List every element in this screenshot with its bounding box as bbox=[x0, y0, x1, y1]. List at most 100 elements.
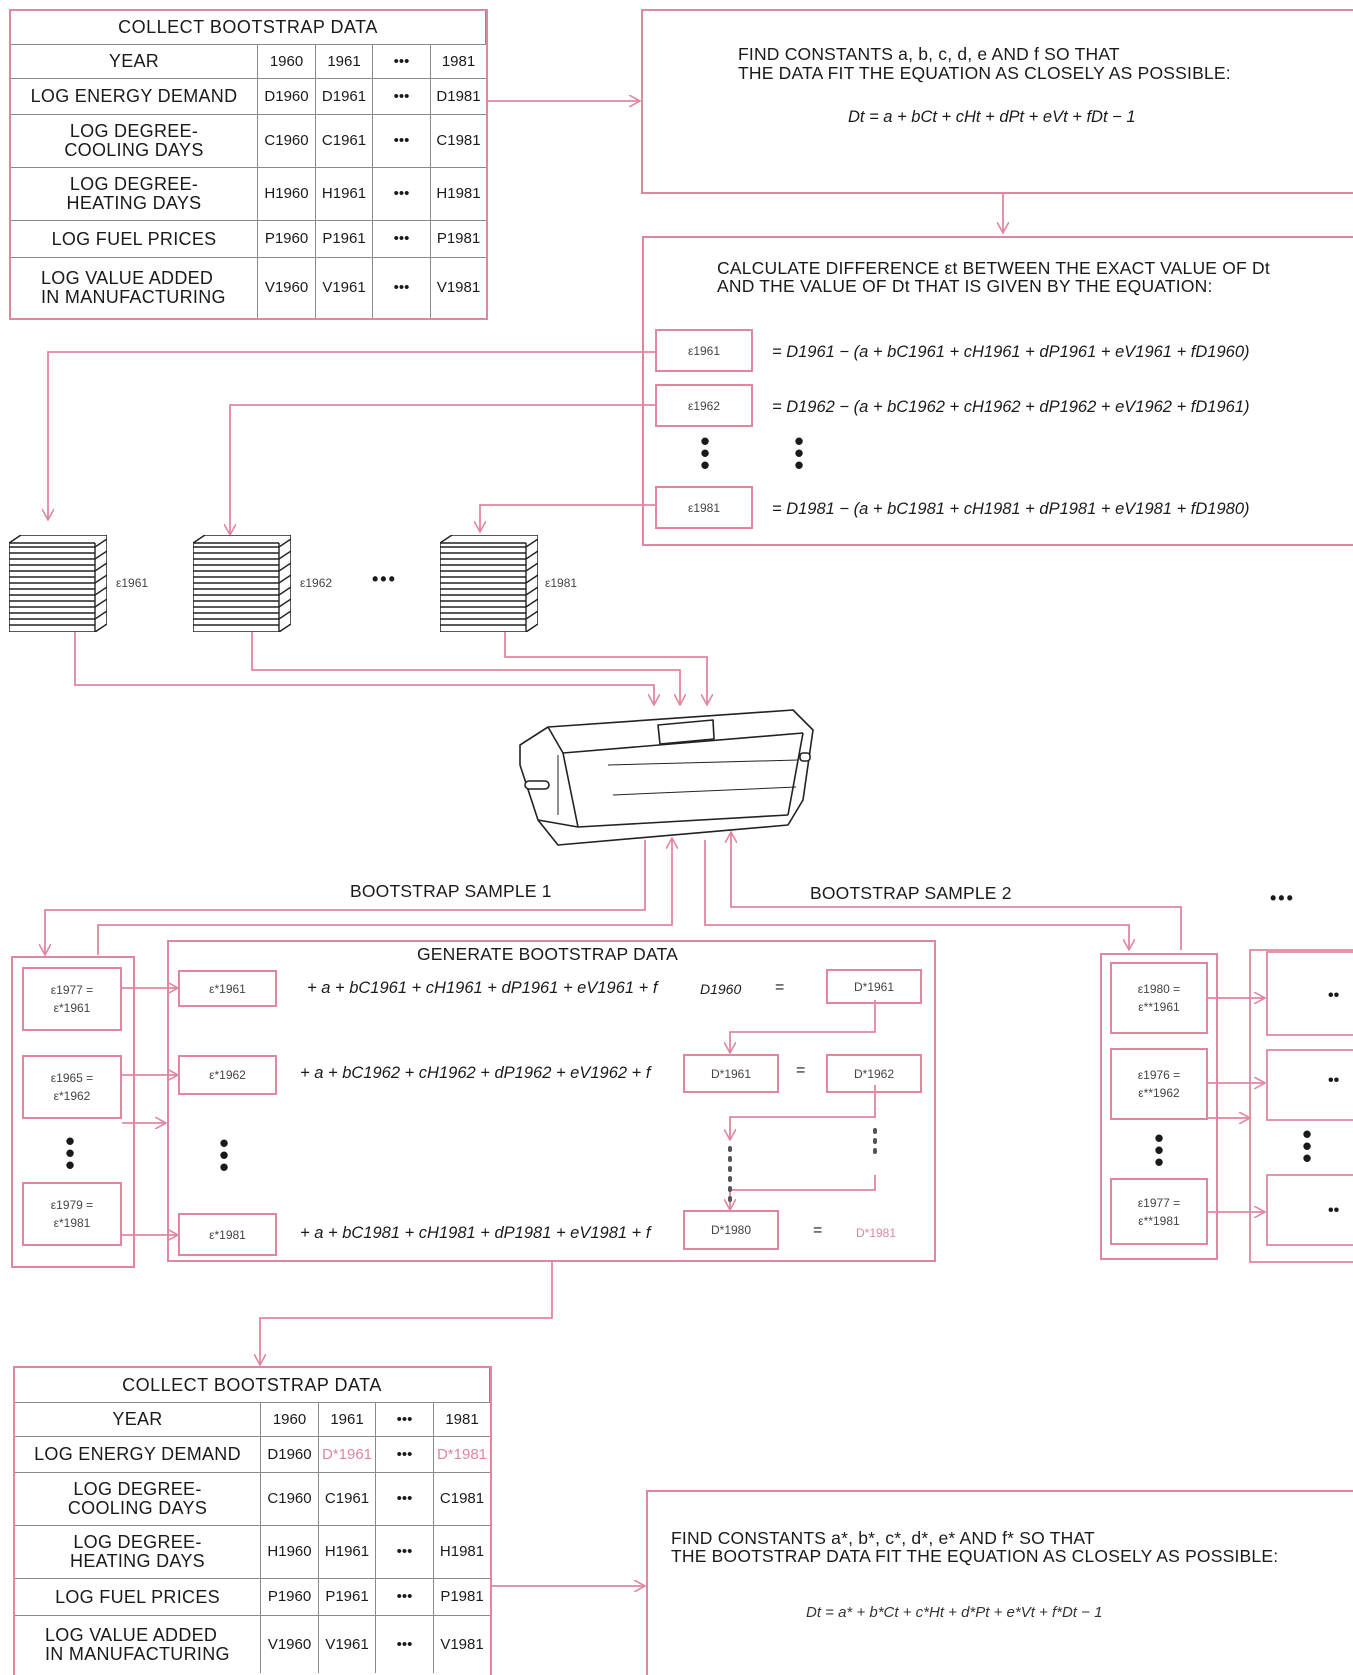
calc-line2: AND THE VALUE OF Dt THAT IS GIVEN BY THE… bbox=[717, 277, 1213, 295]
find2-line2: THE BOOTSTRAP DATA FIT THE EQUATION AS C… bbox=[671, 1547, 1278, 1565]
ellipsis-cell: ••• bbox=[373, 258, 431, 318]
bootstrap-demand-box: D*1962 bbox=[826, 1054, 922, 1093]
year-cell: 1981 bbox=[431, 45, 486, 79]
year-cell: 1981 bbox=[434, 1403, 490, 1437]
resampled-residual-box: ε1965 = ε*1962 bbox=[22, 1055, 122, 1119]
cell: P1960 bbox=[261, 1579, 319, 1616]
previous-demand: D1960 bbox=[700, 981, 741, 997]
table-title: COLLECT BOOTSTRAP DATA bbox=[11, 11, 486, 45]
epsilon-box: ε1961 bbox=[655, 329, 753, 372]
model-equation: Dt = a + bCt + cHt + dPt + eVt + fDt − 1 bbox=[848, 108, 1136, 127]
row-label-energy: LOG ENERGY DEMAND bbox=[15, 1437, 261, 1473]
bootstrap-epsilon-box: ε*1961 bbox=[178, 970, 277, 1007]
stack-label: ε1961 bbox=[116, 576, 148, 590]
cell: V1960 bbox=[258, 258, 316, 318]
truncated-ellipsis: •• bbox=[1328, 1072, 1339, 1090]
vertical-ellipsis: ••• bbox=[1300, 1128, 1314, 1164]
truncated-ellipsis: •• bbox=[1328, 1202, 1339, 1220]
cell: D*1981 bbox=[434, 1437, 490, 1473]
vertical-ellipsis: ••• bbox=[698, 435, 712, 471]
cell: C1961 bbox=[319, 1473, 376, 1526]
ellipsis-cell: ••• bbox=[373, 221, 431, 258]
vertical-ellipsis: ••• bbox=[63, 1135, 77, 1171]
vertical-ellipsis: ••• bbox=[217, 1137, 231, 1173]
bootstrap-equation: + a + bC1981 + cH1981 + dP1981 + eV1981 … bbox=[300, 1224, 650, 1243]
resampled-residual-box: ε1977 = ε*1961 bbox=[22, 967, 122, 1031]
cell: P1960 bbox=[258, 221, 316, 258]
residual-stack-icon bbox=[440, 535, 538, 632]
find-bootstrap-constants-box: FIND CONSTANTS a*, b*, c*, d*, e* AND f*… bbox=[646, 1490, 1353, 1675]
bootstrap-demand-box: D*1961 bbox=[826, 969, 922, 1004]
cell: H1961 bbox=[319, 1526, 376, 1579]
truncated-ellipsis: •• bbox=[1328, 987, 1339, 1005]
cell: H1960 bbox=[258, 168, 316, 221]
bootstrap-equation: + a + bC1961 + cH1961 + dP1961 + eV1961 … bbox=[307, 979, 657, 998]
cell: C1960 bbox=[258, 115, 316, 168]
generate-title: GENERATE BOOTSTRAP DATA bbox=[417, 945, 678, 963]
row-label-heating: LOG DEGREE- HEATING DAYS bbox=[15, 1526, 261, 1579]
equals-sign: = bbox=[813, 1222, 822, 1240]
vertical-ellipsis: ••• bbox=[1152, 1132, 1166, 1168]
row-label-fuel: LOG FUEL PRICES bbox=[15, 1579, 261, 1616]
stack-label: ε1962 bbox=[300, 576, 332, 590]
bootstrap-model-equation: Dt = a* + b*Ct + c*Ht + d*Pt + e*Vt + f*… bbox=[806, 1604, 1102, 1621]
cell: V1981 bbox=[434, 1616, 490, 1673]
data-table: COLLECT BOOTSTRAP DATA YEAR 1960 1961 ••… bbox=[9, 9, 488, 320]
cell: H1961 bbox=[316, 168, 373, 221]
resampled-to: ε**1981 bbox=[1138, 1214, 1179, 1228]
row-label-year: YEAR bbox=[15, 1403, 261, 1437]
row-label-fuel: LOG FUEL PRICES bbox=[11, 221, 258, 258]
resampled-to: ε**1961 bbox=[1138, 1000, 1179, 1014]
sample-1-label: BOOTSTRAP SAMPLE 1 bbox=[350, 882, 552, 900]
bootstrap-epsilon-box: ε*1962 bbox=[178, 1055, 277, 1095]
ellipsis-cell: ••• bbox=[373, 79, 431, 115]
ellipsis-cell: ••• bbox=[376, 1616, 434, 1673]
resampled-to: ε**1962 bbox=[1138, 1086, 1179, 1100]
resampled-from: ε1976 = bbox=[1138, 1068, 1180, 1082]
residual-stack-icon bbox=[9, 535, 107, 632]
calc-line1: CALCULATE DIFFERENCE εt BETWEEN THE EXAC… bbox=[717, 259, 1270, 277]
cell: V1961 bbox=[316, 258, 373, 318]
equals-sign: = bbox=[775, 979, 784, 997]
resampling-machine-icon bbox=[518, 705, 818, 855]
row-label-cooling: LOG DEGREE- COOLING DAYS bbox=[11, 115, 258, 168]
table-title: COLLECT BOOTSTRAP DATA bbox=[15, 1368, 490, 1403]
resampled-to: ε*1961 bbox=[54, 1001, 91, 1015]
resampled-residual-box: ε1980 = ε**1961 bbox=[1110, 962, 1208, 1034]
cell: P1981 bbox=[431, 221, 486, 258]
resampled-from: ε1979 = bbox=[51, 1198, 93, 1212]
residual-equation: = D1961 − (a + bC1961 + cH1961 + dP1961 … bbox=[772, 343, 1250, 362]
cell: D1961 bbox=[316, 79, 373, 115]
cell: H1960 bbox=[261, 1526, 319, 1579]
resampled-residual-box: ε1977 = ε**1981 bbox=[1110, 1178, 1208, 1245]
cell: C1981 bbox=[434, 1473, 490, 1526]
residual-equation: = D1981 − (a + bC1981 + cH1981 + dP1981 … bbox=[772, 500, 1250, 519]
resampled-from: ε1965 = bbox=[51, 1071, 93, 1085]
year-cell: 1960 bbox=[261, 1403, 319, 1437]
cell: V1960 bbox=[261, 1616, 319, 1673]
cell: H1981 bbox=[431, 168, 486, 221]
ellipsis-cell: ••• bbox=[376, 1579, 434, 1616]
row-label-year: YEAR bbox=[11, 45, 258, 79]
bootstrap-epsilon-box: ε*1981 bbox=[178, 1213, 277, 1256]
cell: C1961 bbox=[316, 115, 373, 168]
ellipsis-cell: ••• bbox=[376, 1403, 434, 1437]
cell: C1960 bbox=[261, 1473, 319, 1526]
residual-equation: = D1962 − (a + bC1962 + cH1962 + dP1962 … bbox=[772, 398, 1250, 417]
previous-demand-box: D*1980 bbox=[683, 1210, 779, 1250]
bootstrap-data-table: COLLECT BOOTSTRAP DATA YEAR 1960 1961 ••… bbox=[13, 1366, 492, 1675]
bootstrap-demand: D*1981 bbox=[856, 1226, 896, 1240]
cell: D1960 bbox=[258, 79, 316, 115]
ellipsis-cell: ••• bbox=[376, 1526, 434, 1579]
row-label-value-added: LOG VALUE ADDED IN MANUFACTURING bbox=[11, 258, 258, 318]
resampled-to: ε*1981 bbox=[54, 1216, 91, 1230]
resampled-from: ε1977 = bbox=[1138, 1196, 1180, 1210]
stack-label: ε1981 bbox=[545, 576, 577, 590]
row-label-energy: LOG ENERGY DEMAND bbox=[11, 79, 258, 115]
cell: V1961 bbox=[319, 1616, 376, 1673]
sample-2-label: BOOTSTRAP SAMPLE 2 bbox=[810, 884, 1012, 902]
resampled-from: ε1980 = bbox=[1138, 982, 1180, 996]
cell: D1981 bbox=[431, 79, 486, 115]
find2-line1: FIND CONSTANTS a*, b*, c*, d*, e* AND f*… bbox=[671, 1529, 1095, 1547]
bootstrap-equation: + a + bC1962 + cH1962 + dP1962 + eV1962 … bbox=[300, 1064, 650, 1083]
